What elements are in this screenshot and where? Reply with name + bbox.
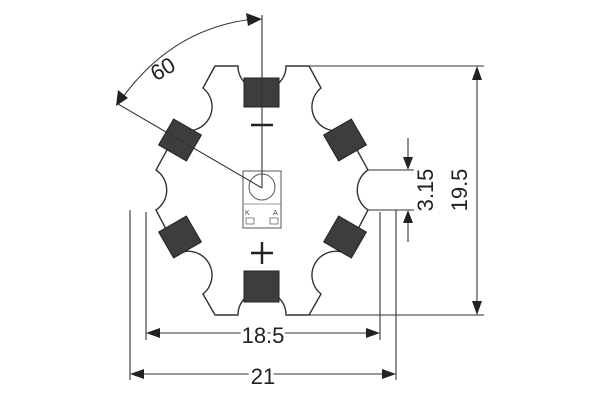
angle-ref-line-diagonal: [117, 103, 263, 189]
gap-arrow-bottom: [403, 210, 413, 223]
pad-bottom: [243, 270, 280, 303]
gap-label: 3.15: [413, 169, 438, 212]
gap-arrow-top: [403, 157, 413, 170]
height-arrow-bottom: [472, 301, 482, 315]
angle-arc: [117, 18, 255, 105]
inner-width-arrow-right: [366, 328, 380, 338]
outer-width-arrow-left: [130, 369, 144, 379]
inner-width-arrow-left: [146, 328, 160, 338]
anode-label: A: [273, 210, 278, 217]
pad-lower-right: [322, 215, 368, 259]
height-arrow-top: [472, 66, 482, 80]
outer-width-arrow-right: [382, 369, 396, 379]
angle-arrow-top: [246, 13, 262, 26]
pad-upper-right: [322, 118, 368, 162]
height-label: 19.5: [447, 169, 472, 212]
outer-width-label: 21: [251, 364, 275, 389]
anode-contact: [269, 217, 279, 225]
cathode-label: K: [245, 210, 250, 217]
angle-arrow-left: [116, 90, 128, 106]
inner-width-label: 18.5: [242, 323, 285, 348]
pad-lower-left: [157, 215, 203, 259]
cathode-contact: [245, 217, 255, 225]
angle-label: 60: [146, 52, 180, 86]
